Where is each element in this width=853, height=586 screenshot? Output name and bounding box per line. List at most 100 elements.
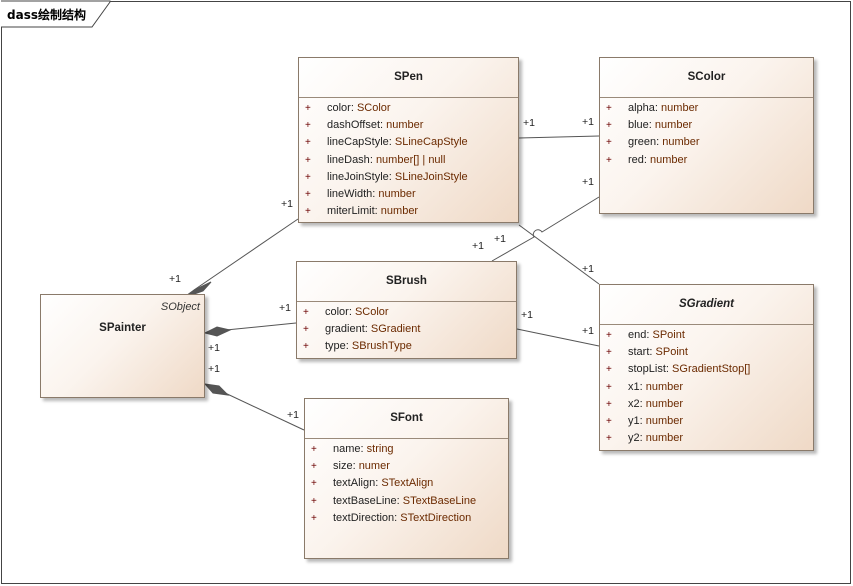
attribute-type: number <box>645 380 684 393</box>
visibility-marker: + <box>311 444 317 455</box>
class-scolor[interactable]: SColor +alpha: number+blue: number+green… <box>599 57 814 214</box>
attribute-type: number <box>645 432 684 445</box>
multiplicity-label: +1 <box>494 233 506 245</box>
class-name: SPainter <box>99 322 146 334</box>
visibility-marker: + <box>311 478 317 490</box>
multiplicity-label: +1 <box>582 263 594 275</box>
attribute-name: lineDash <box>327 153 370 166</box>
attribute-row: + blue: number <box>600 117 813 134</box>
attribute-row: +end: SPoint <box>600 327 813 344</box>
visibility-marker: + <box>606 364 612 376</box>
attribute-signature: color: SColor <box>327 102 391 114</box>
attribute-type: SGradient <box>370 323 421 336</box>
class-spainter[interactable]: SObject SPainter <box>40 294 205 398</box>
attribute-type: SLineCapStyle <box>394 136 468 149</box>
composition-diamond-font <box>203 383 230 396</box>
attribute-type: number <box>650 153 688 166</box>
composition-diamond-brush <box>203 326 232 337</box>
class-name: SPen <box>394 71 423 83</box>
attribute-type: STextBaseLine <box>402 494 477 507</box>
visibility-marker: + <box>303 324 309 336</box>
association-painter-pen <box>193 218 299 291</box>
visibility-marker: + <box>606 103 612 114</box>
association-pen-gradient <box>518 224 600 285</box>
attribute-name: type <box>325 340 346 353</box>
attribute-signature: dashOffset: number <box>327 119 424 132</box>
attribute-row: +green: number <box>600 134 813 151</box>
attribute-name: miterLimit <box>327 205 375 218</box>
attribute-type: numer <box>358 460 390 473</box>
attribute-type: number <box>654 119 693 132</box>
attribute-row: + stopList: SGradientStop[] <box>600 361 813 378</box>
attribute-name: alpha <box>628 102 655 114</box>
attribute-type: number <box>662 136 700 149</box>
attribute-row: +lineDash: number[] | null <box>299 152 518 169</box>
attribute-type: SColor <box>356 102 391 114</box>
attribute-signature: lineJoinStyle: SLineJoinStyle <box>327 170 468 183</box>
attribute-name: y1 <box>628 414 640 427</box>
attribute-signature: blue: number <box>628 119 693 132</box>
attribute-type: SGradientStop[] <box>672 363 751 376</box>
attribute-row: +size: numer <box>305 458 508 475</box>
attribute-row: +gradient: SGradient <box>297 321 516 338</box>
attribute-type: number <box>645 397 684 410</box>
attribute-row: + lineCapStyle: SLineCapStyle <box>299 134 518 151</box>
attribute-row: +x1: number <box>600 379 813 396</box>
multiplicity-label: +1 <box>521 309 533 321</box>
diagram-title: dass绘制结构 <box>7 8 86 22</box>
class-sbrush[interactable]: SBrush +color: SColor+gradient: SGradien… <box>296 261 517 359</box>
attribute-signature: lineDash: number[] | null <box>327 153 446 166</box>
attribute-name: color <box>325 306 349 318</box>
visibility-marker: + <box>606 330 612 341</box>
attribute-type: number <box>645 414 684 427</box>
attribute-signature: x2: number <box>628 397 684 410</box>
visibility-marker: + <box>606 381 612 393</box>
association-brush-gradient <box>516 328 600 347</box>
attribute-row: +alpha: number <box>600 100 813 117</box>
visibility-marker: + <box>305 137 311 149</box>
class-header: SBrush <box>297 262 516 302</box>
class-sfont[interactable]: SFont + name: string +size: numer + textAlig… <box>304 398 509 559</box>
multiplicity-label: +1 <box>281 198 293 210</box>
attribute-signature: miterLimit: number <box>327 205 419 218</box>
class-header: SPen <box>299 58 518 98</box>
visibility-marker: + <box>305 188 311 200</box>
attribute-signature: name: string <box>333 443 394 455</box>
visibility-marker: + <box>311 512 317 524</box>
attribute-signature: y1: number <box>628 414 684 427</box>
attribute-row: +lineJoinStyle: SLineJoinStyle <box>299 169 518 186</box>
attribute-list: + name: string +size: numer + textAlign: STe… <box>305 439 508 527</box>
attribute-name: name <box>333 443 361 455</box>
attribute-name: lineJoinStyle <box>327 170 389 183</box>
class-header: SGradient <box>600 285 813 325</box>
attribute-signature: lineCapStyle: SLineCapStyle <box>327 136 468 149</box>
attribute-name: blue <box>628 119 649 132</box>
visibility-marker: + <box>303 341 309 353</box>
attribute-signature: start: SPoint <box>628 346 688 359</box>
attribute-name: x2 <box>628 397 640 410</box>
association-brush-color <box>491 196 600 262</box>
attribute-type: number[] | null <box>375 153 446 166</box>
visibility-marker: + <box>606 137 612 149</box>
class-name: SGradient <box>679 298 734 310</box>
attribute-row: +red: number <box>600 152 813 169</box>
visibility-marker: + <box>606 120 612 132</box>
attribute-signature: textAlign: STextAlign <box>333 477 434 490</box>
attribute-name: y2 <box>628 432 640 445</box>
attribute-row: +start: SPoint <box>600 344 813 361</box>
attribute-name: dashOffset <box>327 119 380 132</box>
class-name: SFont <box>390 412 423 424</box>
attribute-name: textBaseLine <box>333 494 397 507</box>
attribute-row: + miterLimit: number <box>299 203 518 220</box>
class-spen[interactable]: SPen +color: SColor+dashOffset: number+l… <box>298 57 519 223</box>
attribute-signature: stopList: SGradientStop[] <box>628 363 751 376</box>
visibility-marker: + <box>606 415 612 427</box>
attribute-row: +lineWidth: number <box>299 186 518 203</box>
association-pen-color <box>518 135 600 139</box>
visibility-marker: + <box>305 206 311 218</box>
multiplicity-label: +1 <box>472 240 484 252</box>
attribute-type: number <box>378 187 416 200</box>
attribute-name: gradient <box>325 323 365 336</box>
class-sgradient[interactable]: SGradient +end: SPoint+start: SPoint+sto… <box>599 284 814 451</box>
attribute-row: +textDirection: STextDirection <box>305 510 508 527</box>
